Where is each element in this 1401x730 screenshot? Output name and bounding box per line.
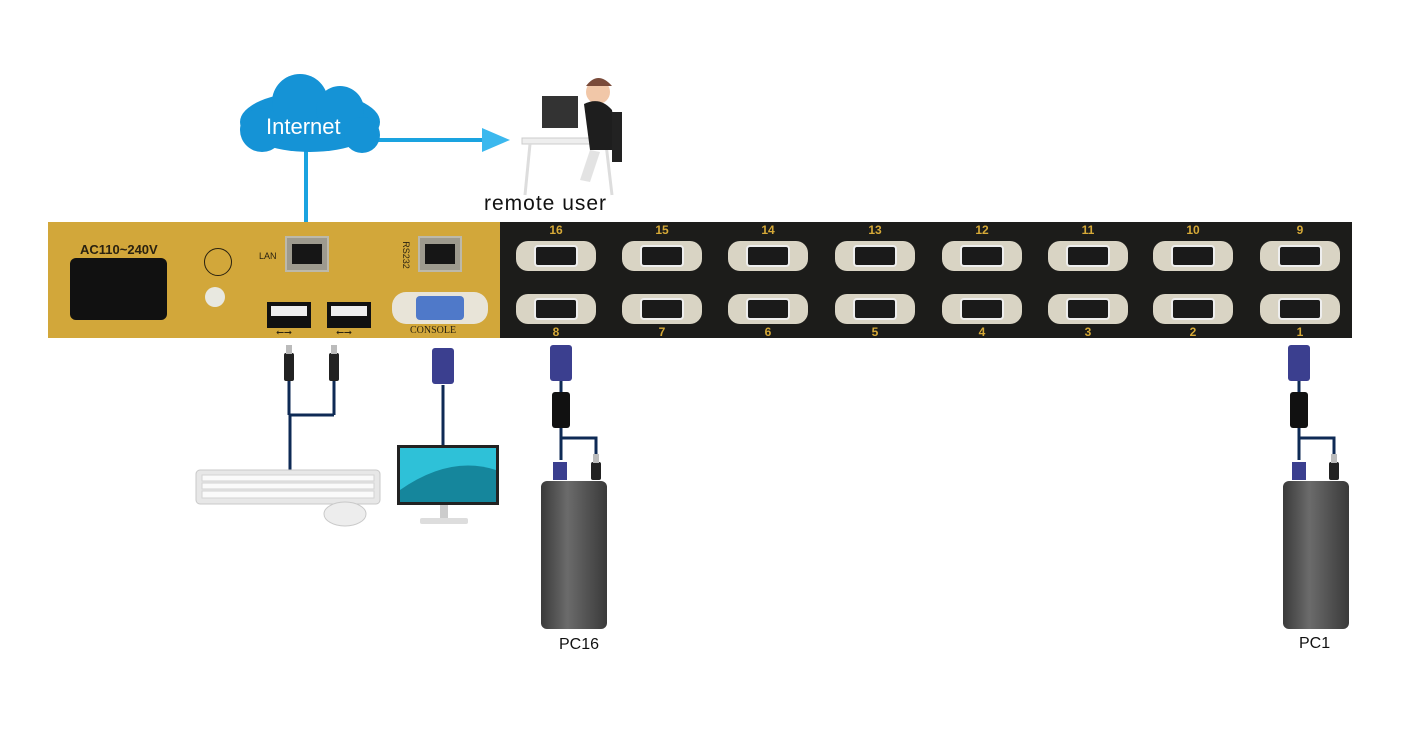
remote-user-icon <box>521 78 622 196</box>
ground-icon <box>204 248 232 276</box>
port-number-label: 1 <box>1296 325 1304 339</box>
vga-port-16[interactable] <box>516 241 596 271</box>
vga-port-1[interactable] <box>1260 294 1340 324</box>
usb-icon: ⭠⭢ <box>276 327 292 338</box>
port-number-label: 8 <box>552 325 560 339</box>
port-number-label: 13 <box>868 223 882 237</box>
port-number-label: 11 <box>1081 223 1095 237</box>
vga-port-6[interactable] <box>728 294 808 324</box>
port-number-label: 4 <box>978 325 986 339</box>
port-number-label: 12 <box>975 223 989 237</box>
vga-plug <box>550 345 572 381</box>
remote-user-label: remote user <box>484 192 608 215</box>
mouse-icon <box>323 501 367 527</box>
cloud-icon <box>240 74 380 153</box>
port-number-label: 16 <box>549 223 563 237</box>
port-number-label: 15 <box>655 223 669 237</box>
usb-plug <box>329 345 339 381</box>
vga-port-4[interactable] <box>942 294 1022 324</box>
keyboard-icon <box>195 469 381 505</box>
ground-screw <box>205 287 225 307</box>
port-number-label: 5 <box>871 325 879 339</box>
internet-label: Internet <box>266 114 341 139</box>
rs232-label: RS232 <box>400 241 411 269</box>
port-number-label: 7 <box>658 325 666 339</box>
port-number-label: 3 <box>1084 325 1092 339</box>
usb-plug <box>1329 454 1339 480</box>
arrow-icon <box>482 128 510 152</box>
vga-port-12[interactable] <box>942 241 1022 271</box>
power-label: AC110~240V <box>80 242 158 257</box>
port-number-label: 2 <box>1189 325 1197 339</box>
port-number-label: 14 <box>761 223 775 237</box>
power-socket[interactable] <box>70 258 167 320</box>
vga-port-5[interactable] <box>835 294 915 324</box>
pc16-label: PC16 <box>559 636 600 653</box>
vga-port-2[interactable] <box>1153 294 1233 324</box>
vga-plug-small <box>1292 462 1306 480</box>
usb-cables <box>287 375 1336 470</box>
vga-port-11[interactable] <box>1048 241 1128 271</box>
vga-port-7[interactable] <box>622 294 702 324</box>
rs232-port[interactable] <box>418 236 462 272</box>
vga-plug <box>432 348 454 384</box>
usb-plug <box>591 454 601 480</box>
console-label: CONSOLE <box>410 325 457 336</box>
pc1-tower[interactable] <box>1283 481 1349 629</box>
usb-port-2[interactable] <box>327 302 371 328</box>
usb-plug <box>284 345 294 381</box>
pc1-label: PC1 <box>1299 635 1331 652</box>
vga-port-3[interactable] <box>1048 294 1128 324</box>
lan-port[interactable] <box>285 236 329 272</box>
pc16-tower[interactable] <box>541 481 607 629</box>
vga-port-15[interactable] <box>622 241 702 271</box>
monitor-icon <box>397 445 499 524</box>
vga-port-9[interactable] <box>1260 241 1340 271</box>
port-number-label: 10 <box>1186 223 1200 237</box>
vga-port-8[interactable] <box>516 294 596 324</box>
usb-vga-adapter <box>552 392 570 428</box>
usb-vga-adapter <box>1290 392 1308 428</box>
vga-plug <box>1288 345 1310 381</box>
port-number-label: 6 <box>764 325 772 339</box>
vga-port-14[interactable] <box>728 241 808 271</box>
usb-icon: ⭠⭢ <box>336 327 352 338</box>
port-number-label: 9 <box>1296 223 1304 237</box>
vga-port-10[interactable] <box>1153 241 1233 271</box>
vga-plug-small <box>553 462 567 480</box>
lan-label: LAN <box>259 251 277 261</box>
usb-port-1[interactable] <box>267 302 311 328</box>
vga-port-13[interactable] <box>835 241 915 271</box>
console-vga-port[interactable] <box>392 292 488 324</box>
